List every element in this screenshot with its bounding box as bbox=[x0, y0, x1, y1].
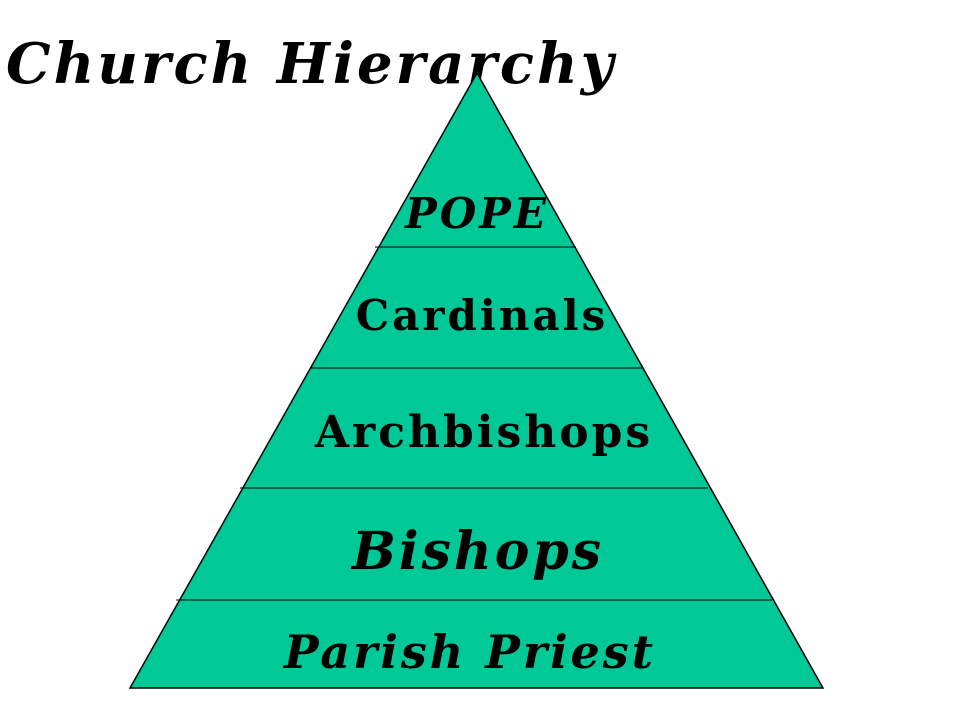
tier-label-cardinals: Cardinals bbox=[356, 291, 608, 340]
tier-label-archbishops: Archbishops bbox=[314, 407, 653, 458]
tier-label-parish-priest: Parish Priest bbox=[282, 625, 656, 679]
page-title: Church Hierarchy bbox=[6, 31, 617, 97]
tier-label-bishops: Bishops bbox=[350, 521, 604, 582]
pyramid-shape bbox=[128, 71, 825, 689]
tier-label-pope: POPE bbox=[404, 189, 549, 238]
